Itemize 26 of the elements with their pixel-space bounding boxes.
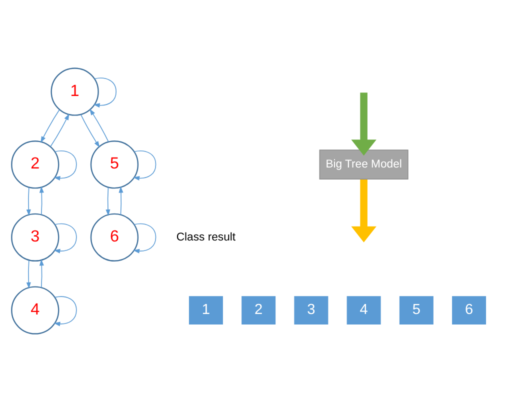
arrow (106, 186, 110, 216)
arrow (90, 108, 109, 142)
arrow (118, 186, 124, 215)
arrow (39, 258, 44, 288)
node-box: 6 (451, 294, 487, 325)
arrow (133, 222, 156, 253)
node-box: 3 (293, 294, 329, 325)
arrow (351, 178, 376, 242)
node-box: 2 (240, 294, 276, 325)
node-box: 1 (188, 294, 224, 325)
arrow (93, 77, 116, 108)
label: Class result (176, 230, 236, 243)
arrow (40, 108, 60, 142)
node-box: Big Tree Model (319, 149, 408, 180)
arrow (54, 296, 77, 326)
arrow (26, 259, 31, 288)
arrow (80, 114, 100, 148)
node-box: 4 (346, 294, 382, 325)
arrow (351, 92, 376, 156)
node-box: 5 (398, 294, 434, 325)
arrow (39, 186, 44, 215)
arrow (54, 222, 77, 253)
arrow (50, 113, 70, 147)
arrow (54, 150, 77, 180)
arrow (26, 186, 31, 216)
arrow (133, 150, 156, 180)
